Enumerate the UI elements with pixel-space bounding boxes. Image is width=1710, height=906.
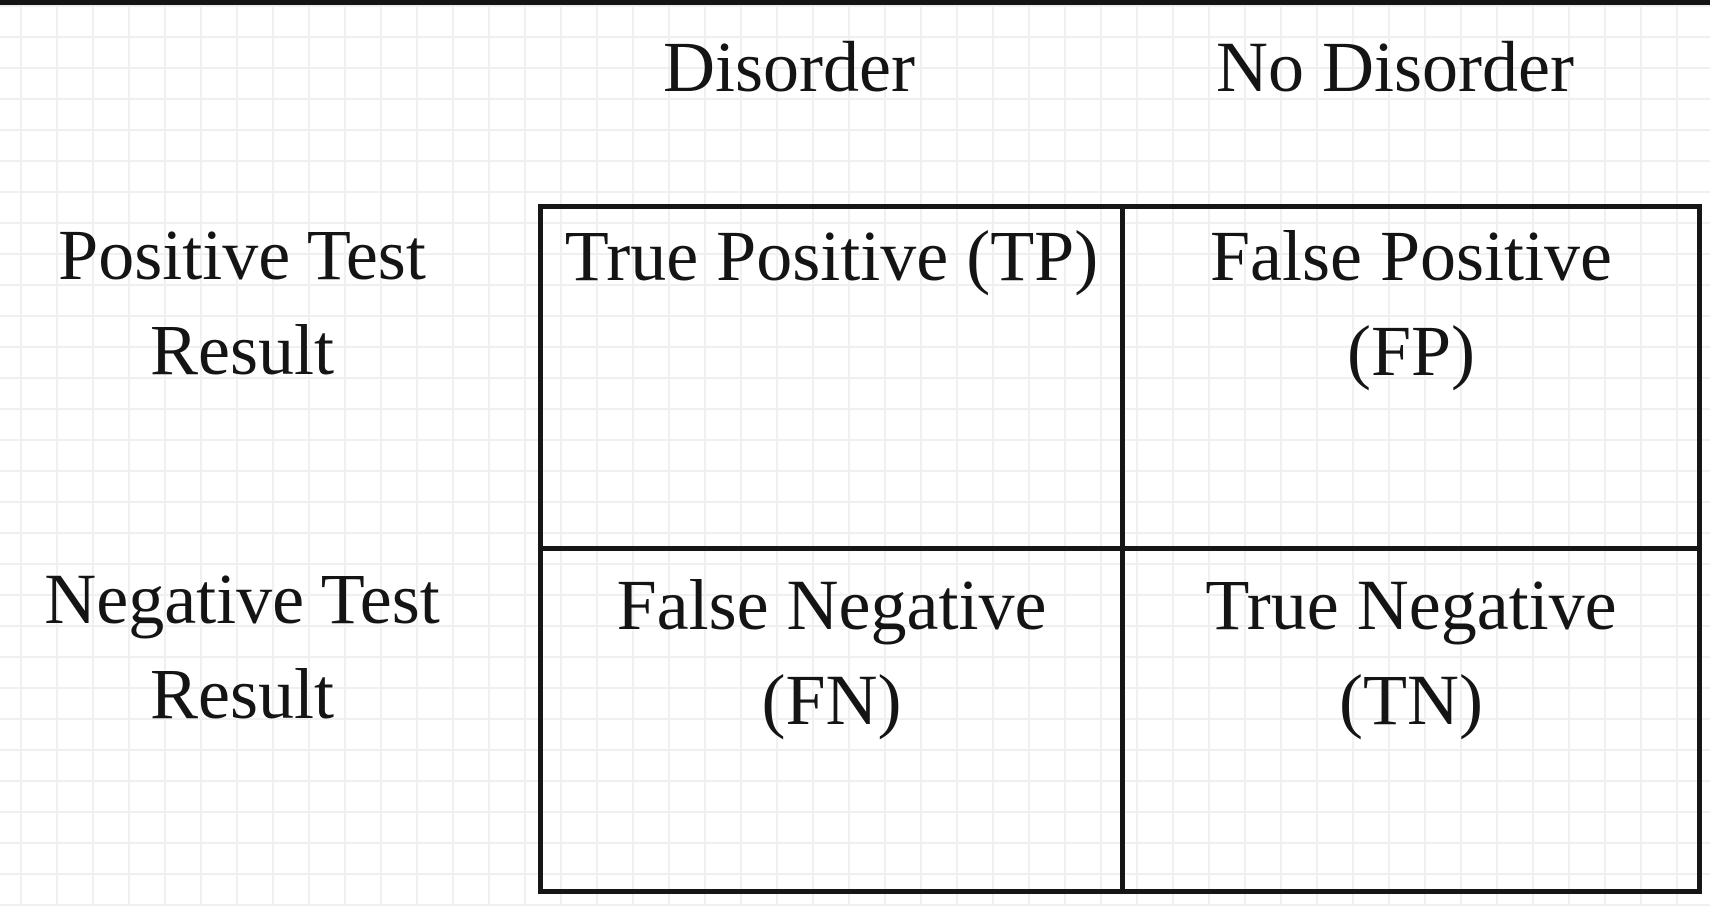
cell-label-line2: (TN): [1339, 660, 1483, 740]
cell-label-line1: False Positive: [1209, 216, 1612, 296]
row-header-line1: Positive Test: [58, 215, 426, 295]
cell-false-negative: False Negative (FN): [543, 551, 1125, 889]
confusion-matrix-table: True Positive (TP) False Positive (FP) F…: [538, 204, 1702, 894]
top-rule-line: [0, 0, 1710, 5]
cell-label-line1: True Positive (TP): [564, 216, 1099, 296]
row-header-line2: Result: [149, 310, 334, 390]
cell-label-line2: (FP): [1346, 311, 1476, 391]
cell-label-line1: True Negative: [1205, 565, 1617, 645]
cell-label-line2: (FN): [761, 660, 902, 740]
cell-false-positive: False Positive (FP): [1125, 209, 1697, 551]
row-header-negative-test-result: Negative Test Result: [12, 552, 472, 742]
column-header-no-disorder: No Disorder: [1216, 27, 1574, 107]
row-header-line2: Result: [149, 654, 334, 734]
cell-true-positive: True Positive (TP): [543, 209, 1125, 551]
cell-label-line1: False Negative: [616, 565, 1047, 645]
row-header-line1: Negative Test: [44, 559, 440, 639]
column-header-disorder: Disorder: [663, 27, 915, 107]
row-header-positive-test-result: Positive Test Result: [12, 208, 472, 398]
cell-true-negative: True Negative (TN): [1125, 551, 1697, 889]
